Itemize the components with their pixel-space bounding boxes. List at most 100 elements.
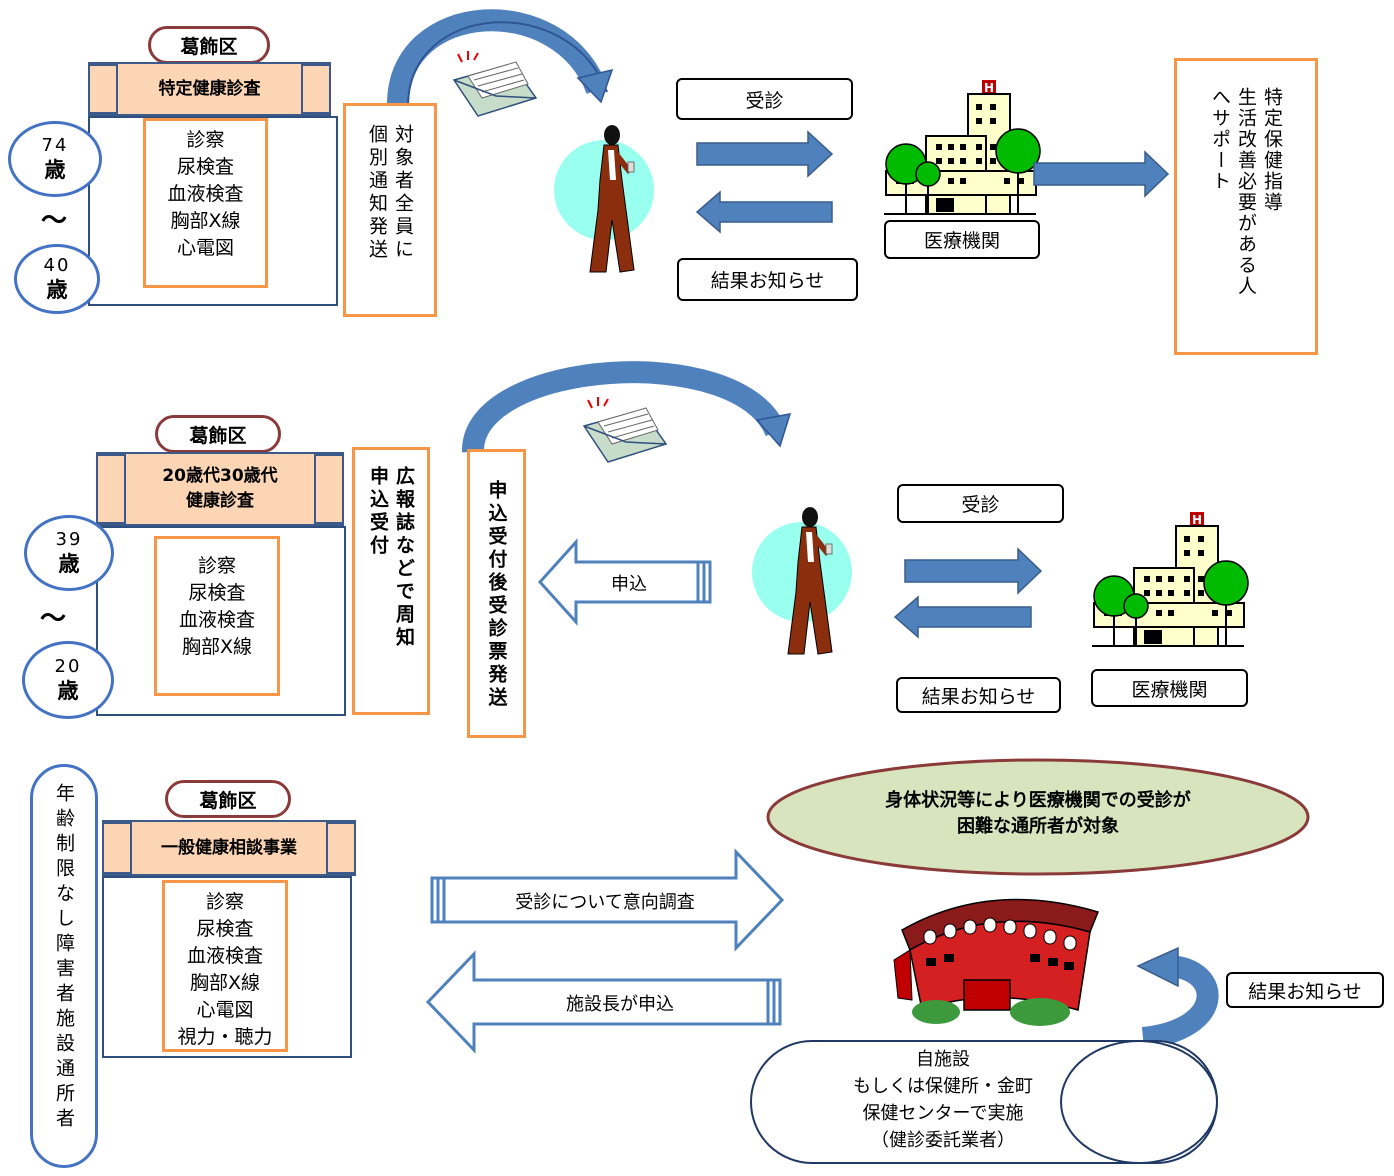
header-side-left (88, 64, 118, 114)
notice-text: 対象者全員に個別通知発送 (364, 124, 416, 314)
program-header: 20歳代30歳代 健康診査 (96, 452, 344, 526)
arrow-to-clinic-1 (696, 130, 834, 178)
guidance-line: 特定保健指導 (1261, 87, 1283, 213)
consult-label: 受診 (897, 484, 1064, 523)
age-unit: 歳 (44, 158, 66, 182)
mail-arc-arrow-1 (387, 9, 614, 107)
age-unit: 歳 (46, 278, 68, 302)
consult-label: 受診 (676, 78, 853, 120)
institution-label: 医療機関 (1091, 669, 1248, 707)
guidance-text: 特定保健指導生活改善必要がある人へサポート (1207, 87, 1285, 352)
exam-item: 視力・聴力 (177, 1026, 273, 1048)
apply-arrow (537, 538, 712, 626)
target-line: 困難な通所者が対象 (957, 816, 1119, 837)
target-text: 身体状況等により医療機関での受診が 困難な通所者が対象 (800, 788, 1276, 840)
arrow-to-guidance (1033, 150, 1170, 198)
age-lower-badge: 40 歳 (14, 244, 100, 314)
venue-line: 保健センターで実施 (862, 1103, 1024, 1124)
result-label: 結果お知らせ (1226, 972, 1384, 1008)
result-label: 結果お知らせ (896, 677, 1061, 713)
exam-items-box: 診察 尿検査 血液検査 胸部X線 心電図 (143, 118, 268, 288)
age-number: 39 (55, 529, 83, 550)
venue-line: 自施設 (916, 1049, 970, 1070)
age-number: 20 (54, 656, 82, 677)
program-title-line: 20歳代30歳代 (162, 466, 278, 487)
range-tilde: ～ (41, 206, 68, 236)
age-unit: 歳 (57, 679, 79, 703)
exam-items-box: 診察 尿検査 血液検査 胸部X線 心電図 視力・聴力 (162, 880, 288, 1052)
range-tilde: ～ (40, 604, 67, 634)
program-header: 一般健康相談事業 (102, 820, 356, 876)
guidance-line: 生活改善必要がある人 (1235, 87, 1257, 297)
target-line: 身体状況等により医療機関での受診が (885, 790, 1191, 811)
target-ellipse (766, 758, 1310, 876)
arrow-from-clinic-1 (695, 190, 833, 234)
survey-label: 受診について意向調査 (515, 892, 695, 913)
institution-label: 医療機関 (884, 220, 1040, 259)
exam-item: 診察 (197, 555, 236, 577)
org-label: 葛飾区 (165, 780, 291, 818)
program-title: 一般健康相談事業 (161, 837, 297, 858)
exam-item: 心電図 (196, 999, 254, 1021)
after-apply-text: 申込受付後受診票発送 (485, 480, 508, 710)
apply-label: 申込 (611, 574, 647, 595)
notice-line: 広報誌などで周知 (393, 466, 415, 650)
exam-item: 血液検査 (178, 609, 255, 631)
age-number: 40 (43, 255, 71, 276)
hospital-icon (883, 79, 1041, 215)
venue-line: （健診委託業者） (871, 1130, 1015, 1151)
exam-item: 胸部X線 (170, 210, 241, 232)
program-header: 特定健康診査 (88, 62, 331, 116)
guidance-box: 特定保健指導生活改善必要がある人へサポート (1174, 58, 1318, 355)
exam-item: 尿検査 (188, 582, 246, 604)
result-curved-arrow (1136, 946, 1219, 1049)
age-upper-badge: 74 歳 (8, 121, 102, 197)
header-side-right (326, 822, 356, 874)
exam-item: 診察 (205, 891, 244, 913)
age-number: 74 (41, 135, 69, 156)
exam-items-box: 診察 尿検査 血液検査 胸部X線 (154, 536, 280, 696)
exam-item: 診察 (186, 129, 225, 151)
header-side-left (96, 454, 126, 524)
director-apply-label: 施設長が申込 (566, 994, 674, 1015)
age-upper-badge: 39 歳 (24, 515, 114, 591)
exam-item: 尿検査 (176, 156, 234, 178)
exam-item: 胸部X線 (181, 636, 253, 658)
notice-text: 広報誌などで周知申込受付 (365, 466, 417, 712)
exam-item: 尿検査 (196, 918, 254, 940)
header-side-right (301, 64, 331, 114)
notice-line: 個別通知発送 (366, 124, 388, 262)
notice-line: 対象者全員に (392, 124, 414, 262)
notice-box: 対象者全員に個別通知発送 (343, 103, 437, 317)
venue-scroll-end (1060, 1040, 1218, 1164)
notice-line: 申込受付 (367, 466, 389, 558)
eligibility-text: 年齢制限なし障害者施設通所者 (53, 783, 75, 1133)
header-side-right (314, 454, 344, 524)
program-title-line: 健康診査 (185, 491, 254, 511)
guidance-line: へサポート (1209, 87, 1231, 192)
envelope-icon (453, 50, 537, 117)
exam-item: 血液検査 (167, 183, 244, 205)
header-side-left (102, 822, 132, 874)
result-label: 結果お知らせ (677, 258, 858, 301)
program-title: 特定健康診査 (158, 78, 261, 99)
mail-arc-arrow-2 (461, 361, 792, 453)
age-lower-badge: 20 歳 (22, 641, 114, 719)
hospital-icon (1091, 511, 1249, 647)
survey-arrow (430, 848, 785, 952)
notice-box: 広報誌などで周知申込受付 (352, 447, 430, 715)
org-label: 葛飾区 (148, 26, 270, 64)
org-label: 葛飾区 (155, 415, 281, 453)
exam-item: 胸部X線 (189, 972, 261, 994)
exam-item: 血液検査 (186, 945, 263, 967)
program-title: 20歳代30歳代 健康診査 (162, 464, 277, 513)
person-icon (553, 124, 655, 273)
director-apply-arrow (425, 950, 782, 1054)
eligibility-oval: 年齢制限なし障害者施設通所者 (30, 764, 98, 1168)
venue-text: 自施設 もしくは保健所・金町 保健センターで実施 （健診委託業者） (820, 1046, 1066, 1154)
person-icon (751, 506, 853, 655)
arrow-from-clinic-2 (893, 595, 1032, 639)
arrow-to-clinic-2 (904, 547, 1043, 595)
